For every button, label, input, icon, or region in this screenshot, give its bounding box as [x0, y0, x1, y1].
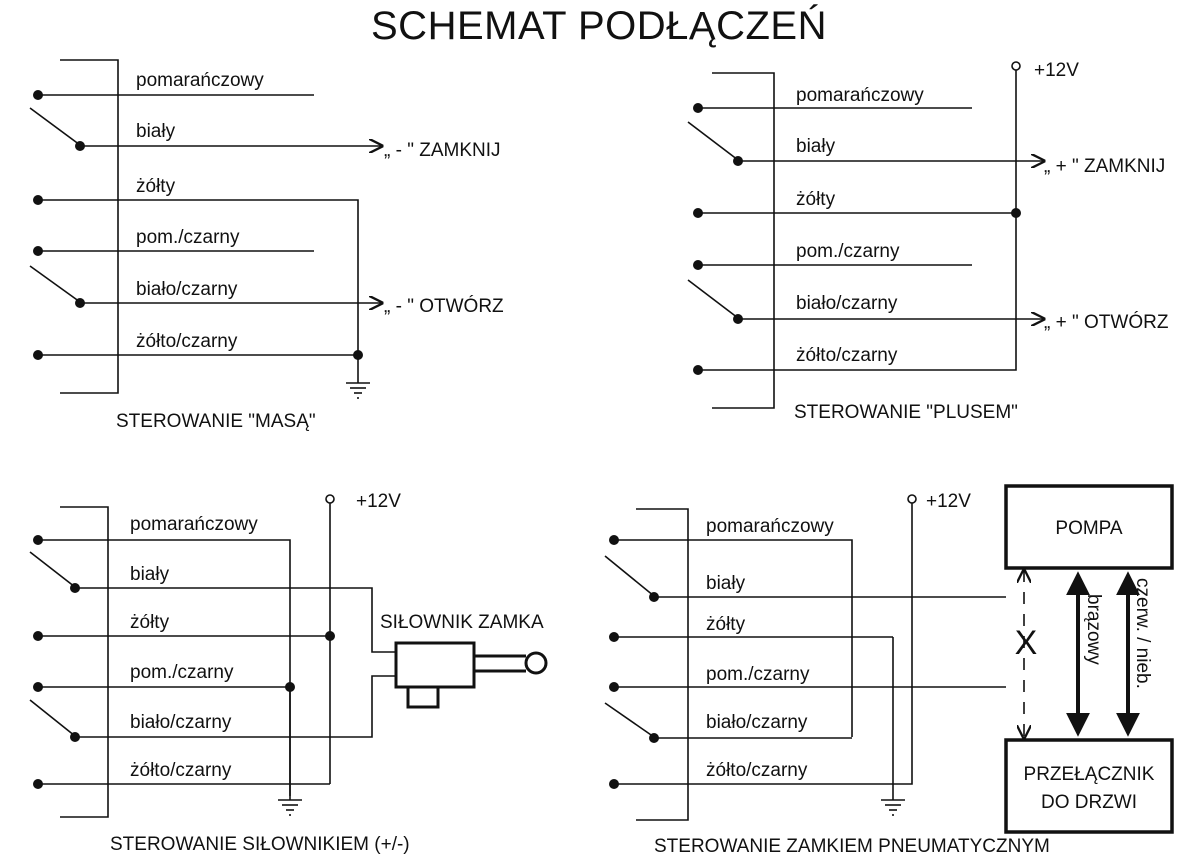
- supply-label: +12V: [1034, 60, 1079, 81]
- junction-dots: [33, 90, 1021, 789]
- wire-label-orange-black: pom./czarny: [706, 664, 810, 685]
- wire-label-orange: pomarańczowy: [706, 516, 834, 537]
- panel-caption: STEROWANIE SIŁOWNIKIEM (+/-): [110, 834, 410, 855]
- wire-yellow-black: [614, 502, 913, 785]
- cross-mark: X: [1015, 624, 1038, 662]
- switch-contact: [604, 555, 655, 597]
- wire-label-yellow: żółty: [796, 189, 836, 210]
- supply-label: +12V: [926, 491, 971, 512]
- switch-contact: [687, 279, 739, 319]
- panel-caption: STEROWANIE ZAMKIEM PNEUMATYCZNYM: [654, 836, 1050, 857]
- wire-label-white: biały: [130, 564, 170, 585]
- wire-label-orange: pomarańczowy: [130, 514, 258, 535]
- wire-white-black: [75, 675, 396, 738]
- panel-caption: STEROWANIE "MASĄ": [116, 411, 316, 432]
- panel-ground-control: [29, 59, 382, 399]
- wire-label-white-black: biało/czarny: [796, 293, 898, 314]
- panel-pneumatic-control: [604, 484, 1174, 834]
- switch-contact: [29, 265, 81, 303]
- open-label: „ + " OTWÓRZ: [1044, 311, 1169, 333]
- door-switch-box: [1004, 738, 1174, 834]
- wire-label-white-black: biało/czarny: [130, 712, 232, 733]
- wire-label-orange: pomarańczowy: [136, 70, 264, 91]
- wire-label-orange-black: pom./czarny: [130, 662, 234, 683]
- open-label: „ - " OTWÓRZ: [384, 295, 504, 317]
- switch-contact: [604, 702, 655, 738]
- panel-plus-control: [687, 61, 1044, 409]
- wire-label-yellow: żółty: [136, 176, 176, 197]
- panel-actuator-control: [29, 494, 548, 818]
- wire-label-white: biały: [706, 573, 746, 594]
- pump-label: POMPA: [1055, 518, 1123, 539]
- wire-white: [75, 587, 396, 653]
- red-blue-hose-label: czerw. / nieb.: [1132, 578, 1153, 689]
- wire-orange: [614, 539, 853, 737]
- wire-label-orange-black: pom./czarny: [136, 227, 240, 248]
- pump-box: [1004, 484, 1174, 570]
- wire-label-yellow-black: żółto/czarny: [136, 331, 238, 352]
- switch-label-line2: DO DRZWI: [1041, 792, 1137, 813]
- wire-label-white-black: biało/czarny: [136, 279, 238, 300]
- wire-label-white-black: biało/czarny: [706, 712, 808, 733]
- switch-contact: [29, 699, 76, 737]
- terminal-plus-12v-icon: [325, 494, 335, 504]
- wire-label-white: biały: [136, 121, 176, 142]
- brown-hose-label: brązowy: [1083, 594, 1104, 665]
- page-title: SCHEMAT PODŁĄCZEŃ: [371, 4, 827, 48]
- wire-label-white: biały: [796, 136, 836, 157]
- wire-label-yellow-black: żółto/czarny: [796, 345, 898, 366]
- terminal-plus-12v-icon: [907, 494, 917, 504]
- switch-label-line1: PRZEŁĄCZNIK: [1024, 764, 1155, 785]
- switch-contact: [29, 551, 76, 588]
- door-lock-actuator-icon: [394, 641, 548, 709]
- wire-label-yellow: żółty: [706, 614, 746, 635]
- terminal-plus-12v-icon: [1011, 61, 1021, 71]
- ground-icon: [346, 355, 370, 399]
- wire-label-orange-black: pom./czarny: [796, 241, 900, 262]
- ground-icon: [278, 687, 302, 816]
- supply-label: +12V: [356, 491, 401, 512]
- close-label: „ - " ZAMKNIJ: [384, 140, 501, 161]
- switch-contact: [687, 121, 739, 161]
- wire-label-yellow-black: żółto/czarny: [706, 760, 808, 781]
- wire-label-yellow: żółty: [130, 612, 170, 633]
- close-label: „ + " ZAMKNIJ: [1044, 156, 1165, 177]
- wire-yellow-black: [698, 68, 1017, 371]
- panel-caption: STEROWANIE "PLUSEM": [794, 402, 1018, 423]
- wire-label-yellow-black: żółto/czarny: [130, 760, 232, 781]
- actuator-label: SIŁOWNIK ZAMKA: [380, 612, 544, 633]
- switch-contact: [29, 107, 81, 146]
- ground-icon: [881, 637, 905, 816]
- wire-label-orange: pomarańczowy: [796, 85, 924, 106]
